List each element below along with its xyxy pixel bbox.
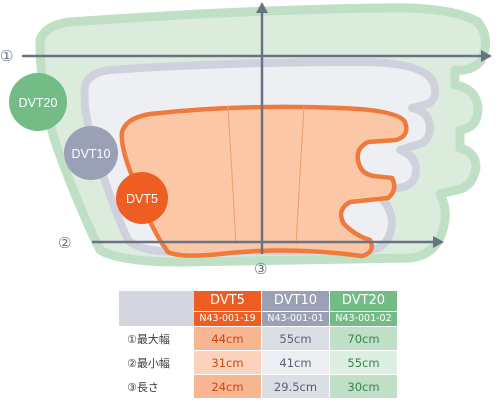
row-label: ③長さ [119, 374, 194, 398]
col-header-dvt20: DVT20 [330, 291, 397, 311]
dvt20-badge: DVT20 [9, 73, 67, 131]
table-cell: 55cm [330, 350, 397, 374]
table-row: ①最大幅 44cm 55cm 70cm [119, 326, 397, 350]
size-comparison-diagram: ① ② ③ DVT20 DVT10 DVT5 [0, 2, 492, 278]
table-cell: 31cm [194, 350, 261, 374]
dvt10-badge: DVT10 [64, 126, 118, 180]
dvt5-contour-line [227, 105, 237, 245]
dimension-arrow-max-width [22, 50, 492, 62]
table-cell: 55cm [262, 326, 329, 350]
product-code-dvt10: N43-001-01 [262, 311, 329, 326]
table-cell: 30cm [330, 374, 397, 398]
dimension-marker-1: ① [0, 47, 13, 65]
col-header-dvt5: DVT5 [194, 291, 261, 311]
svg-text:DVT5: DVT5 [126, 192, 158, 206]
table-cell: 44cm [194, 326, 261, 350]
table-cell: 70cm [330, 326, 397, 350]
dimension-marker-2: ② [58, 234, 71, 252]
table-cell: 24cm [194, 374, 261, 398]
row-label: ①最大幅 [119, 326, 194, 350]
table-row: ②最小幅 31cm 41cm 55cm [119, 350, 397, 374]
size-spec-table: DVT5 DVT10 DVT20 N43-001-19 N43-001-01 N… [119, 291, 397, 398]
col-header-dvt10: DVT10 [262, 291, 329, 311]
product-code-dvt5: N43-001-19 [194, 311, 261, 326]
dimension-arrow-length [256, 2, 268, 254]
dimension-marker-3: ③ [254, 260, 267, 278]
dvt5-contour-line [295, 105, 305, 245]
svg-text:DVT20: DVT20 [19, 96, 58, 110]
dvt5-shape [119, 104, 409, 259]
table-corner [119, 291, 194, 326]
dvt5-badge: DVT5 [116, 172, 168, 224]
row-label: ②最小幅 [119, 350, 194, 374]
table-cell: 29.5cm [262, 374, 329, 398]
table-cell: 41cm [262, 350, 329, 374]
product-code-dvt20: N43-001-02 [330, 311, 397, 326]
table-row: ③長さ 24cm 29.5cm 30cm [119, 374, 397, 398]
dimension-arrow-min-width [92, 236, 444, 248]
svg-text:DVT10: DVT10 [72, 147, 111, 161]
